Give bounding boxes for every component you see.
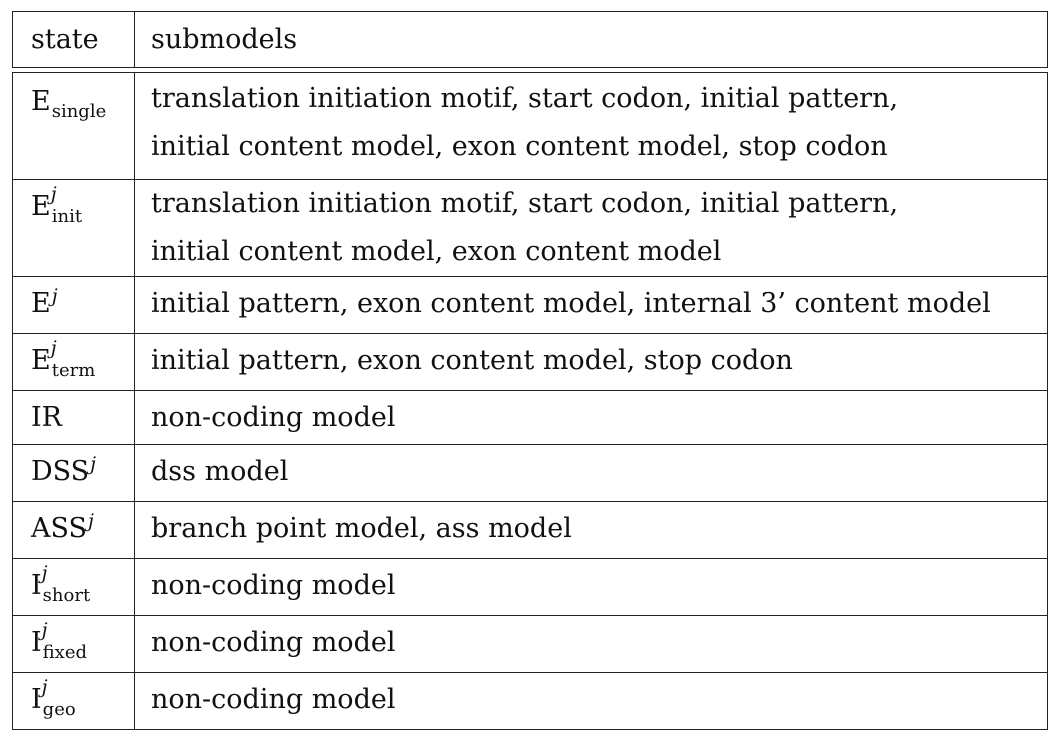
header-submodels: submodels: [134, 11, 1048, 68]
state-subscript: term: [51, 360, 96, 381]
state-base: E: [31, 288, 51, 319]
table-row: DSSj dss model: [12, 444, 1048, 502]
submodels-cell: non-coding model: [134, 390, 1048, 445]
state-cell: IR: [12, 390, 135, 445]
state-base: I: [31, 684, 42, 715]
state-symbol: IR: [31, 391, 62, 444]
state-base: E: [31, 191, 51, 222]
state-symbol: Esingle: [31, 75, 106, 131]
table-header-row: state submodels: [12, 11, 1048, 68]
state-symbol: Ej: [31, 277, 58, 333]
state-superscript: j: [41, 676, 48, 698]
submodels-cell: non-coding model: [134, 615, 1048, 673]
state-superscript: j: [41, 619, 48, 641]
state-subscript: geo: [42, 699, 76, 720]
table-row: Esingle translation initiation motif, st…: [12, 72, 1048, 180]
state-superscript: j: [50, 337, 57, 359]
state-cell: ASSj: [12, 501, 135, 559]
state-superscript: j: [90, 453, 97, 475]
state-base: E: [31, 86, 51, 117]
submodels-cell: translation initiation motif, start codo…: [134, 72, 1048, 180]
table-row: Ej initial pattern, exon content model, …: [12, 276, 1048, 334]
state-symbol: ASSj: [31, 502, 94, 558]
submodels-cell: branch point model, ass model: [134, 501, 1048, 559]
state-subscript: init: [51, 206, 83, 227]
submodels-line: translation initiation motif, start codo…: [151, 83, 899, 114]
submodels-line: initial content model, exon content mode…: [151, 236, 722, 267]
state-base: IR: [31, 402, 62, 433]
state-cell: Ej: [12, 276, 135, 334]
state-cell: Esingle: [12, 72, 135, 180]
state-subscript: short: [42, 585, 91, 606]
state-base: DSS: [31, 456, 90, 487]
submodels-line: translation initiation motif, start codo…: [151, 188, 899, 219]
table-row: IR non-coding model: [12, 390, 1048, 445]
state-subscript: fixed: [42, 642, 88, 663]
submodels-cell: dss model: [134, 444, 1048, 502]
submodels-table-container: state submodels Esingle translation init…: [12, 11, 1048, 730]
state-base: I: [31, 627, 42, 658]
submodels-line: initial content model, exon content mode…: [151, 131, 888, 162]
state-symbol: DSSj: [31, 445, 96, 501]
submodels-table: state submodels Esingle translation init…: [12, 11, 1048, 730]
submodels-cell: initial pattern, exon content model, sto…: [134, 333, 1048, 391]
submodels-cell: initial pattern, exon content model, int…: [134, 276, 1048, 334]
state-superscript: j: [88, 510, 94, 532]
state-base: E: [31, 345, 51, 376]
submodels-cell: translation initiation motif, start codo…: [134, 179, 1048, 277]
state-base: ASS: [31, 513, 88, 544]
table-row: ASSj branch point model, ass model: [12, 501, 1048, 559]
submodels-cell: non-coding model: [134, 672, 1048, 730]
state-superscript: j: [41, 562, 48, 584]
state-superscript: j: [50, 183, 57, 205]
state-subscript: single: [51, 101, 107, 122]
state-superscript: j: [51, 285, 58, 307]
header-state: state: [12, 11, 135, 68]
state-cell: DSSj: [12, 444, 135, 502]
state-base: I: [31, 570, 42, 601]
submodels-cell: non-coding model: [134, 558, 1048, 616]
